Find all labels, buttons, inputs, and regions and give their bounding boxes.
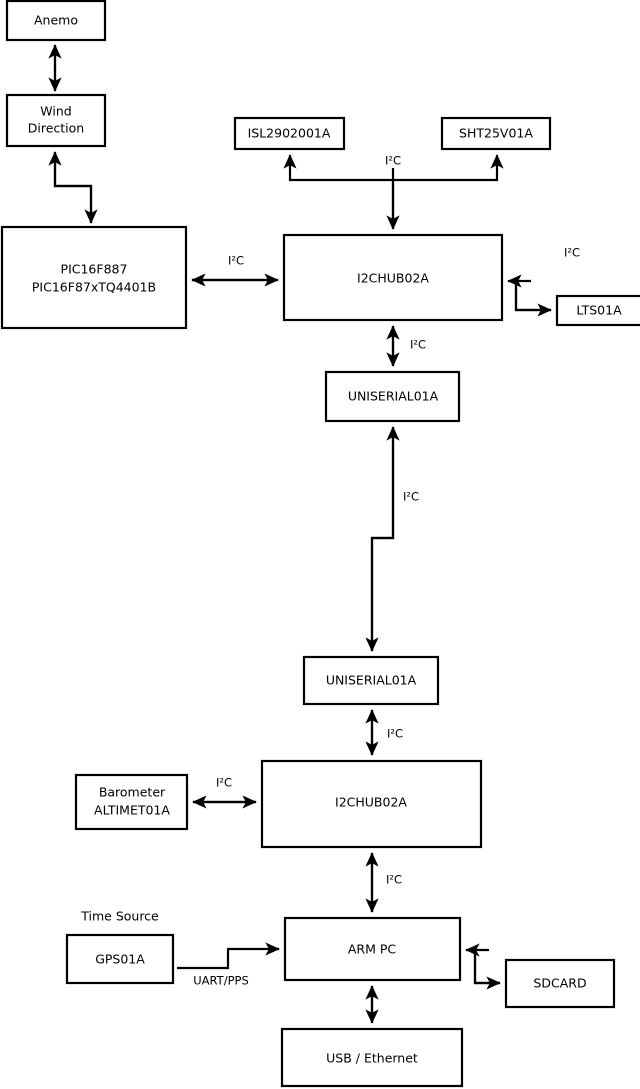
node-lts01a-box[interactable] — [555, 294, 640, 327]
node-i2chub02a-bottom[interactable]: I2CHUB02A — [260, 759, 483, 849]
edge-label-i2c-barometer-hub2: I²C — [216, 776, 232, 790]
edge-armpc-to-sdcard — [473, 948, 501, 990]
node-i2chub02a-top[interactable]: I2CHUB02A — [282, 233, 504, 322]
edge-uniserialtop-to-uniserialbottom — [365, 427, 395, 652]
node-arm-pc-label: ARM PC — [348, 942, 397, 957]
node-usb-ethernet[interactable]: USB / Ethernet — [280, 1027, 464, 1088]
node-i2chub02a-bottom-label: I2CHUB02A — [335, 795, 407, 810]
edge-label-i2c-hub2-armpc: I²C — [386, 873, 402, 887]
node-gps01a-box[interactable] — [65, 933, 175, 985]
node-barometer[interactable]: Barometer ALTIMET01A — [74, 773, 189, 831]
node-lts01a-label: LTS01A — [576, 303, 622, 318]
node-sdcard[interactable]: SDCARD — [504, 958, 616, 1009]
edge-hubtop-to-sht — [393, 154, 504, 182]
node-wind-direction-label-line2: Direction — [28, 121, 84, 136]
node-usb-ethernet-label: USB / Ethernet — [326, 1051, 418, 1066]
node-anemo-box[interactable] — [5, 0, 107, 42]
node-uniserial01a-top-box[interactable] — [324, 370, 461, 423]
node-isl2902001a-box[interactable] — [233, 116, 346, 151]
edge-label-uart-pps: UART/PPS — [193, 974, 249, 988]
node-sht25v01a[interactable]: SHT25V01A — [440, 116, 552, 151]
node-pic-mcu-label-line2: PIC16F87xTQ4401B — [32, 280, 156, 295]
node-i2chub02a-bottom-box[interactable] — [260, 759, 483, 849]
node-arm-pc-box[interactable] — [283, 916, 462, 982]
node-i2chub02a-top-box[interactable] — [282, 233, 504, 322]
edge-sdcard-to-armpc — [465, 943, 500, 985]
node-usb-ethernet-box[interactable] — [280, 1027, 464, 1088]
node-sht25v01a-label: SHT25V01A — [459, 126, 533, 141]
node-barometer-label-line2: ALTIMET01A — [94, 803, 170, 818]
node-sht25v01a-box[interactable] — [440, 116, 552, 151]
node-wind-direction-label-line1: Wind — [40, 104, 71, 119]
node-barometer-label-line1: Barometer — [99, 785, 166, 800]
node-gps01a[interactable]: GPS01A — [65, 933, 175, 985]
edge-wind-to-pic — [53, 152, 98, 224]
node-uniserial01a-bottom[interactable]: UNISERIAL01A — [302, 655, 440, 706]
node-anemo-label: Anemo — [34, 13, 78, 28]
edge-label-i2c-hub-uniserial: I²C — [410, 338, 426, 352]
node-uniserial01a-top-label: UNISERIAL01A — [348, 389, 439, 404]
node-lts01a[interactable]: LTS01A — [555, 294, 640, 327]
edge-label-i2c-pic-hub: I²C — [228, 254, 244, 268]
node-barometer-box[interactable] — [74, 773, 189, 831]
node-sdcard-label: SDCARD — [533, 976, 586, 991]
edge-hubtop-to-lts — [514, 279, 552, 317]
node-wind-direction-box[interactable] — [5, 93, 107, 148]
edge-gps-to-armpc — [177, 942, 280, 970]
edge-label-i2c-uniserial-link: I²C — [403, 490, 419, 504]
edge-label-i2c-sensors-top: I²C — [385, 154, 401, 168]
node-wind-direction[interactable]: Wind Direction — [5, 93, 107, 148]
node-gps01a-label: GPS01A — [95, 952, 145, 967]
edge-pic-to-wind — [48, 151, 93, 223]
node-sdcard-box[interactable] — [504, 958, 616, 1009]
node-arm-pc[interactable]: ARM PC — [283, 916, 462, 982]
edge-label-i2c-uniserial-hub2: I²C — [387, 727, 403, 741]
node-isl2902001a[interactable]: ISL2902001A — [233, 116, 346, 151]
node-pic-mcu-label-line1: PIC16F887 — [61, 262, 128, 277]
edge-hubtop-to-isl — [283, 154, 395, 229]
label-time-source: Time Source — [80, 909, 159, 924]
node-pic-mcu[interactable]: PIC16F887 PIC16F87xTQ4401B — [0, 225, 188, 330]
node-isl2902001a-label: ISL2902001A — [248, 126, 331, 141]
node-i2chub02a-top-label: I2CHUB02A — [357, 271, 429, 286]
node-anemo[interactable]: Anemo — [5, 0, 107, 42]
node-uniserial01a-bottom-box[interactable] — [302, 655, 440, 706]
edge-lts-to-hubtop — [507, 274, 551, 312]
node-pic-mcu-box[interactable] — [0, 225, 188, 330]
node-uniserial01a-top[interactable]: UNISERIAL01A — [324, 370, 461, 423]
node-uniserial01a-bottom-label: UNISERIAL01A — [326, 673, 417, 688]
edge-label-i2c-hub-lts: I²C — [564, 246, 580, 260]
